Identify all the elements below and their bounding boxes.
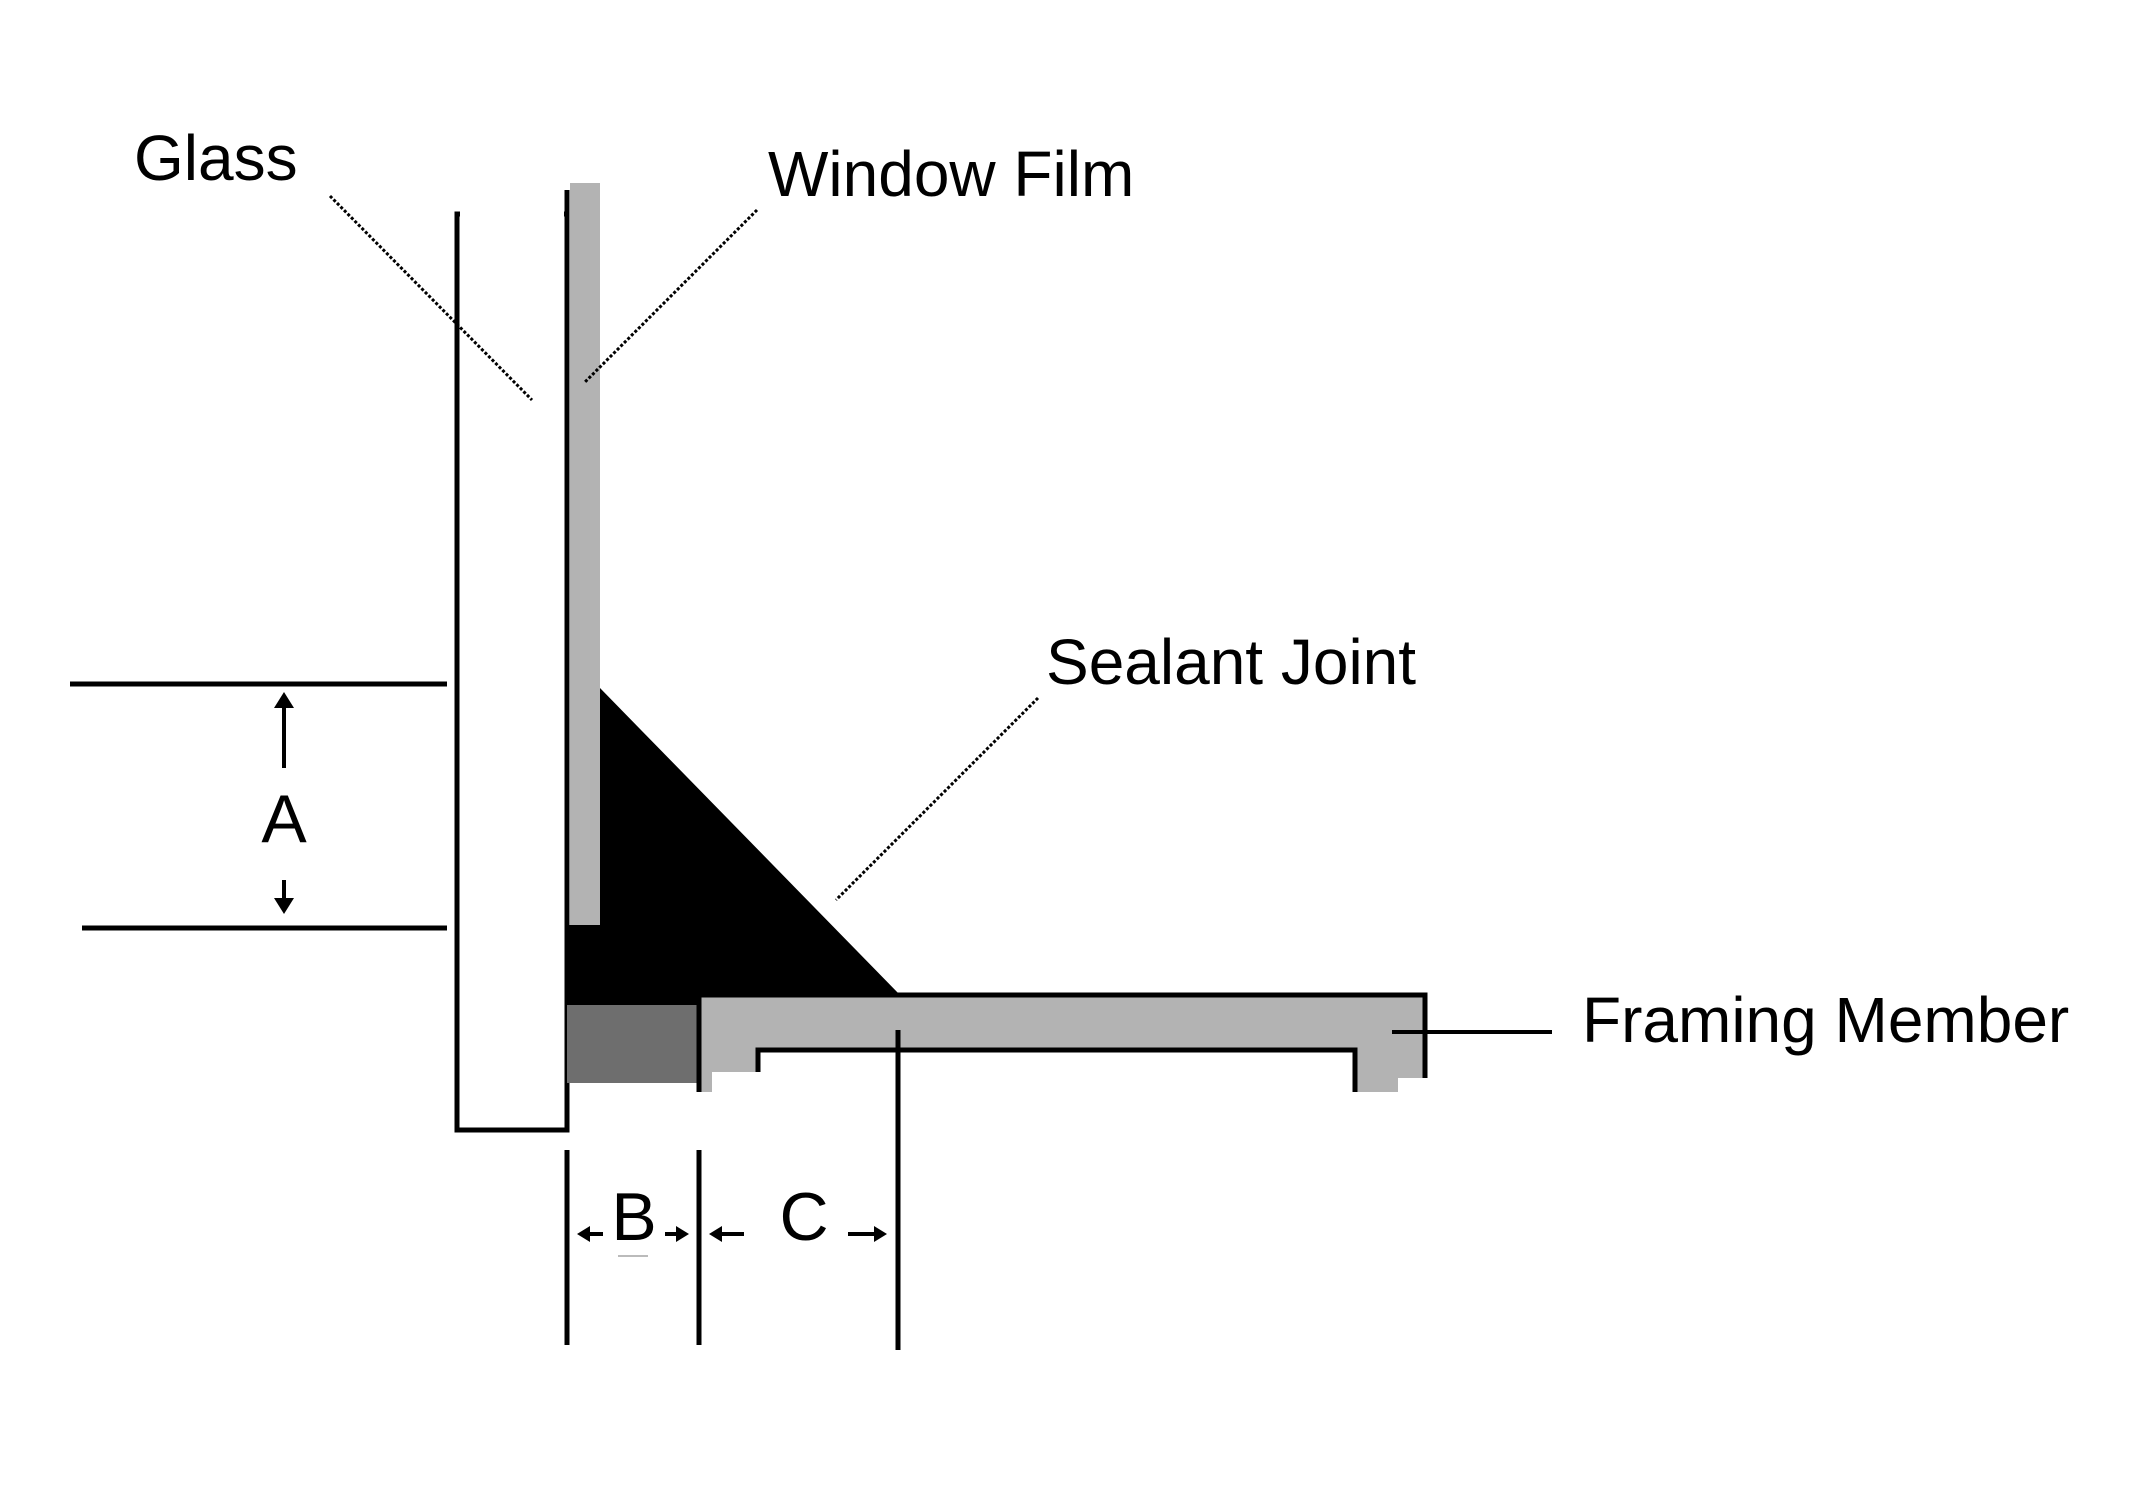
window-film-label: Window Film	[768, 138, 1134, 210]
dim-a-arrowhead-up	[274, 692, 294, 708]
dim-b-label: B	[611, 1179, 656, 1255]
sealant-joint-leader	[834, 696, 1040, 902]
dim-b-arrowhead-right	[676, 1226, 689, 1242]
framing-member-outline	[696, 992, 1428, 1092]
dim-b-arrowhead-left	[577, 1226, 590, 1242]
glass-label: Glass	[134, 122, 298, 194]
glass-pane	[454, 211, 570, 1133]
sealant-joint	[567, 688, 900, 1005]
dim-c-label: C	[779, 1179, 828, 1255]
dim-a-label: A	[261, 781, 307, 857]
dim-c-arrowhead-right	[874, 1226, 887, 1242]
framing-member-label: Framing Member	[1582, 984, 2069, 1056]
window-film-leader	[583, 208, 759, 384]
backer-rod	[567, 1005, 699, 1083]
framing-member	[699, 995, 1425, 1092]
window-film	[570, 183, 600, 925]
dim-a-arrowhead-down	[274, 898, 294, 914]
glass-leader	[328, 194, 534, 402]
dim-c-arrowhead-left	[709, 1226, 722, 1242]
sealant-joint-label: Sealant Joint	[1046, 626, 1416, 698]
